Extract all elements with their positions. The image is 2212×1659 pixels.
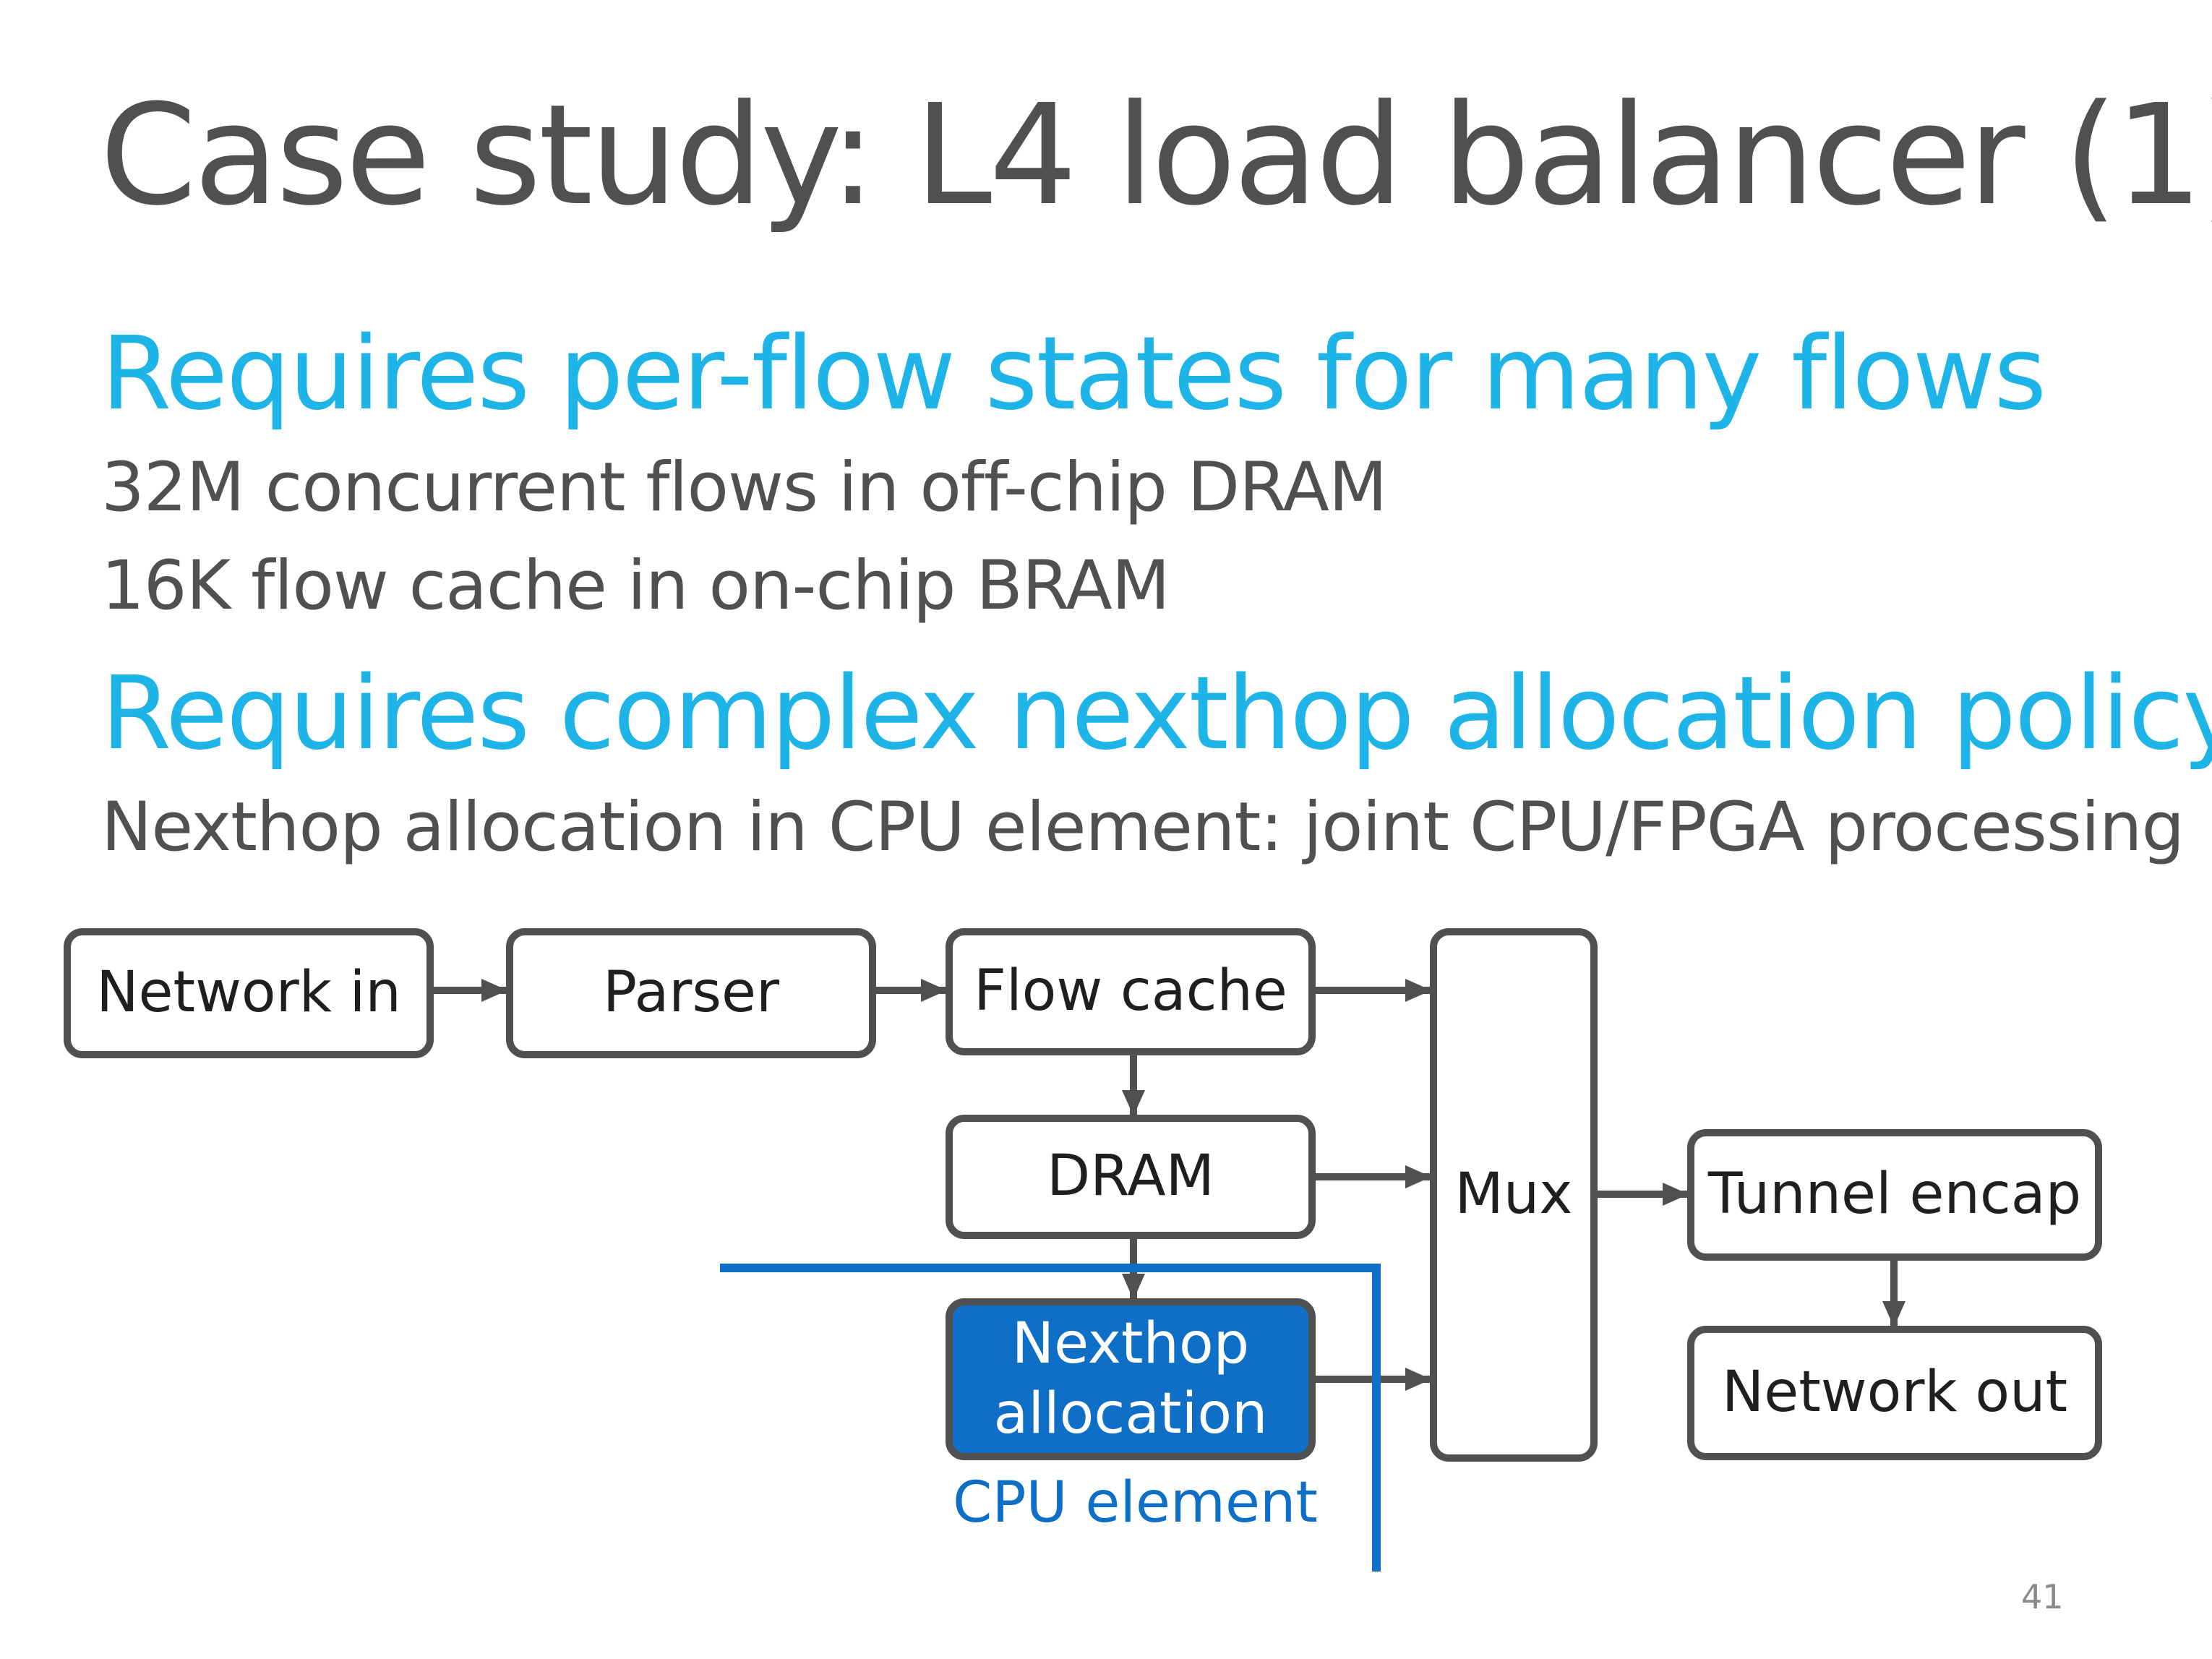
bullet-flow-cache: 16K flow cache in on-chip BRAM xyxy=(101,546,1170,625)
node-parser-label: Parser xyxy=(602,960,780,1026)
cpu-element-boundary xyxy=(720,1264,1381,1572)
node-network-out: Network out xyxy=(1687,1326,2102,1460)
node-nexthop-allocation: Nexthop allocation xyxy=(946,1298,1316,1460)
node-nexthop-label-line2: allocation xyxy=(993,1381,1268,1446)
section-heading-nexthop: Requires complex nexthop allocation poli… xyxy=(101,655,2212,773)
node-network-in: Network in xyxy=(64,928,434,1058)
node-flow-cache: Flow cache xyxy=(946,928,1316,1055)
node-mux: Mux xyxy=(1430,928,1598,1462)
node-mux-label: Mux xyxy=(1454,1162,1573,1227)
node-dram-label: DRAM xyxy=(1047,1144,1214,1209)
section-heading-per-flow: Requires per-flow states for many flows xyxy=(101,315,2046,433)
node-network-in-label: Network in xyxy=(96,960,401,1026)
node-dram: DRAM xyxy=(946,1115,1316,1239)
page-number: 41 xyxy=(2021,1577,2064,1616)
cpu-element-label: CPU element xyxy=(953,1470,1319,1535)
node-tunnel-encap-label: Tunnel encap xyxy=(1707,1162,2082,1227)
slide-title: Case study: L4 load balancer (1) xyxy=(100,75,2212,236)
node-flow-cache-label: Flow cache xyxy=(974,959,1287,1024)
node-tunnel-encap: Tunnel encap xyxy=(1687,1129,2102,1261)
node-network-out-label: Network out xyxy=(1721,1360,2068,1426)
bullet-concurrent-flows: 32M concurrent flows in off-chip DRAM xyxy=(101,448,1387,527)
node-parser: Parser xyxy=(506,928,876,1058)
bullet-nexthop-cpu: Nexthop allocation in CPU element: joint… xyxy=(101,788,2185,867)
node-nexthop-label-line1: Nexthop xyxy=(1011,1311,1250,1376)
